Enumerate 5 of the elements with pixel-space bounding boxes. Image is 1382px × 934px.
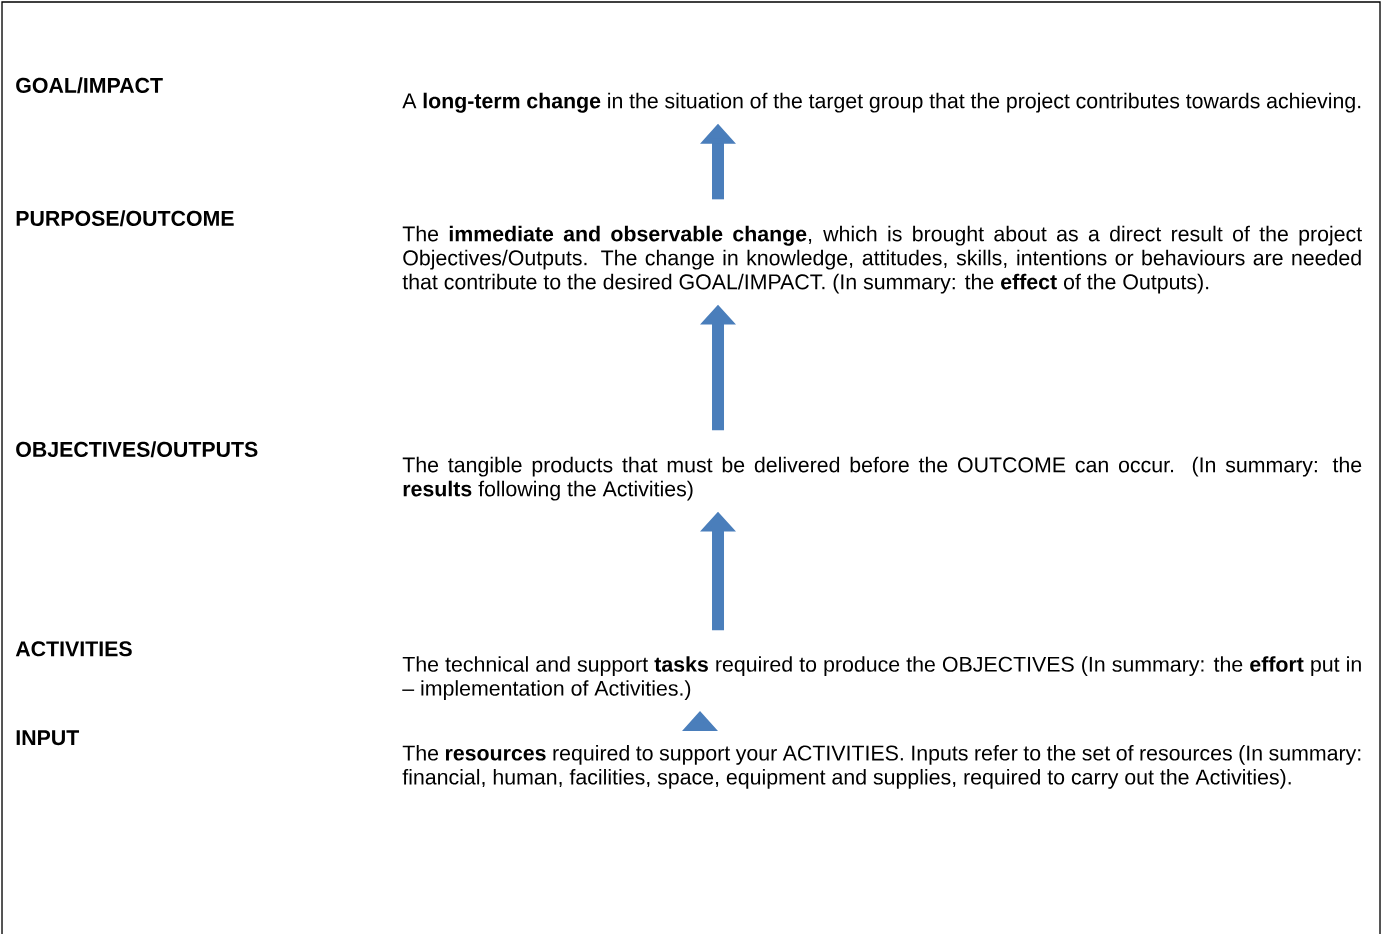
definition-row: GOAL/IMPACT A long-term change in the situation of the target group that the project contributes towards achieving. — [16, 77, 1361, 113]
definition-row: INPUT The resources required to support your ACTIVITIES. Inputs refer to the set of resources (In summary: financial, human, facilities, space, equipment and supplies, required to carry out the Activities). — [16, 730, 1361, 789]
definition-row: OBJECTIVES/OUTPUTS The tangible products that must be delivered before the OUTCOME can occur. (In summary: the results following the Activities) — [16, 441, 1362, 501]
definition-row: PURPOSE/OUTCOME The immediate and observable change, which is brought about as a direct result of the project Objectives/Outputs. The change in knowledge, attitudes, skills, intentions or behaviours are needed that contribute to the desired GOAL/IMPACT. (In summary: the effect of the Outputs). — [16, 210, 1362, 294]
definition-row: ACTIVITIES The technical and support tasks required to produce the OBJECTIVES (In summary: the effort put in – implementation of Activities.) — [15, 641, 1361, 701]
